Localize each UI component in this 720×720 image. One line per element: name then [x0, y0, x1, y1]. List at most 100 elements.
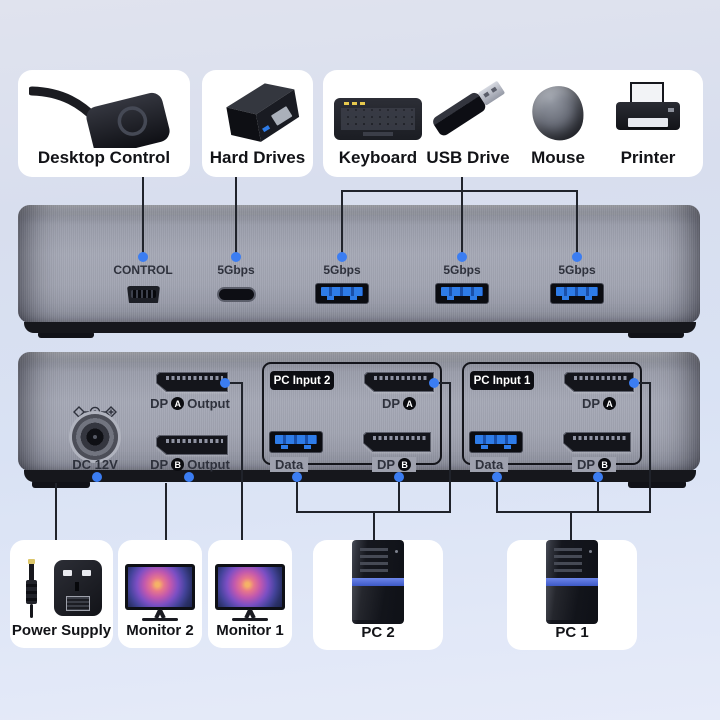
- line-pc1-dpa-h: [634, 382, 651, 384]
- pc-input-2-group: [262, 362, 442, 465]
- dot-usb-a1: [337, 252, 347, 262]
- pc-1-icon: [546, 540, 598, 624]
- pc1-data-port: [469, 431, 523, 453]
- usb-device-keyboard: Keyboard: [333, 98, 423, 168]
- pc-1-label: PC 1: [555, 624, 589, 641]
- line-pc1-dpa-v: [649, 382, 651, 513]
- card-desktop-control: Desktop Control: [18, 70, 190, 177]
- pc1-dp-a-letter: A: [603, 397, 617, 410]
- dp-b-output-label: DP B Output: [130, 457, 250, 472]
- front-foot-right: [628, 331, 684, 338]
- pc1-dp-a-label: DP A: [559, 396, 639, 411]
- card-pc-1: PC 1: [507, 540, 637, 650]
- dot-pc1-dpa: [629, 378, 639, 388]
- printer-icon: [616, 82, 680, 140]
- pc2-dp-a-label: DP A: [359, 396, 439, 411]
- line-desktop-control: [142, 172, 144, 258]
- usb-drive-label: USB Drive: [426, 148, 510, 167]
- printer-label: Printer: [620, 148, 676, 167]
- dp-a-output-port: [156, 372, 228, 392]
- power-supply-icon: [16, 558, 108, 622]
- dot-pc2-dpb: [394, 472, 404, 482]
- pc1-dp-b-letter: B: [598, 458, 612, 471]
- mouse-label: Mouse: [531, 148, 585, 167]
- pc-2-icon: [352, 540, 404, 624]
- pc-input-2-badge: PC Input 2: [270, 371, 334, 390]
- dot-dc: [92, 472, 102, 482]
- dc-label: DC 12V: [72, 457, 118, 472]
- hard-drive-icon: [208, 80, 308, 148]
- card-hard-drives: Hard Drives: [202, 70, 313, 177]
- control-port-label: CONTROL: [113, 263, 173, 277]
- usb-a-port-1: [315, 283, 369, 304]
- pc2-data-port: [269, 431, 323, 453]
- pc1-dp-a-prefix: DP: [581, 396, 601, 411]
- dot-usb-a2: [457, 252, 467, 262]
- pc2-dp-b-letter: B: [398, 458, 412, 471]
- power-supply-label: Power Supply: [11, 622, 112, 639]
- mini-usb-control-port: [127, 286, 160, 303]
- usb-device-usb-drive: USB Drive: [423, 80, 513, 168]
- line-pc2-dpb: [398, 479, 400, 513]
- monitor-1-icon: [215, 564, 285, 622]
- line-pc2-dpa-v: [449, 382, 451, 513]
- card-usb-devices: Keyboard USB Drive Mouse Printer: [323, 70, 703, 177]
- usb-c-port: [217, 287, 256, 302]
- desktop-control-icon: [27, 82, 179, 156]
- dc-power-jack: [72, 414, 118, 460]
- desktop-control-label: Desktop Control: [37, 148, 171, 167]
- pc2-dp-a-letter: A: [403, 397, 417, 410]
- pc-2-label: PC 2: [361, 624, 395, 641]
- line-dpb-out: [165, 483, 167, 543]
- dp-a-output-word: Output: [187, 396, 230, 411]
- usb-c-port-label: 5Gbps: [217, 263, 255, 277]
- dp-b-output-word: Output: [187, 457, 230, 472]
- dc-polarity-icon: [73, 406, 117, 418]
- usb-a1-port-label: 5Gbps: [323, 263, 361, 277]
- pc1-data-label: Data: [470, 457, 509, 472]
- usb-a2-port-label: 5Gbps: [443, 263, 481, 277]
- keyboard-label: Keyboard: [338, 148, 418, 167]
- front-foot-left: [38, 331, 94, 338]
- dot-usb-c: [231, 252, 241, 262]
- line-dpa-out-h: [225, 382, 243, 384]
- pc2-dp-a-prefix: DP: [381, 396, 401, 411]
- pc1-dp-a-port: [564, 372, 634, 392]
- line-pc1-dpb: [597, 479, 599, 513]
- dot-pc1-dpb: [593, 472, 603, 482]
- line-pc2-drop: [373, 511, 375, 543]
- pc-input-1-group: [462, 362, 642, 465]
- line-usb-devices-drop: [461, 172, 463, 258]
- card-monitor-1: Monitor 1: [208, 540, 292, 648]
- usb-device-mouse: Mouse: [513, 81, 603, 168]
- line-dpa-out-v: [241, 382, 243, 544]
- usb-a-port-3: [550, 283, 604, 304]
- line-usb-bus: [341, 190, 578, 192]
- pc2-dp-b-port: [363, 432, 431, 452]
- pc2-data-label: Data: [270, 457, 309, 472]
- front-panel-bottom-edge: [24, 322, 696, 333]
- back-foot-left: [32, 480, 90, 488]
- pc-input-1-badge: PC Input 1: [470, 371, 534, 390]
- line-hard-drives: [235, 172, 237, 258]
- dot-dpb-output: [184, 472, 194, 482]
- pc1-dp-b-prefix: DP: [577, 457, 596, 472]
- pc2-dp-a-port: [364, 372, 434, 392]
- pc2-dp-b-prefix: DP: [377, 457, 396, 472]
- dp-a-output-prefix: DP: [150, 396, 169, 411]
- dp-b-output-port: [156, 435, 228, 455]
- line-pc2-dpa-h: [434, 382, 451, 384]
- dp-b-output-prefix: DP: [150, 457, 169, 472]
- usb-a-port-2: [435, 283, 489, 304]
- dot-usb-a3: [572, 252, 582, 262]
- card-power-supply: Power Supply: [10, 540, 113, 648]
- dp-b-output-letter: B: [171, 458, 185, 471]
- back-foot-right: [628, 480, 686, 488]
- card-monitor-2: Monitor 2: [118, 540, 202, 648]
- line-pc1-bus: [496, 511, 651, 513]
- line-usb-a1: [341, 190, 343, 258]
- dot-control: [138, 252, 148, 262]
- dp-a-output-letter: A: [171, 397, 185, 410]
- pc1-dp-b-port: [563, 432, 631, 452]
